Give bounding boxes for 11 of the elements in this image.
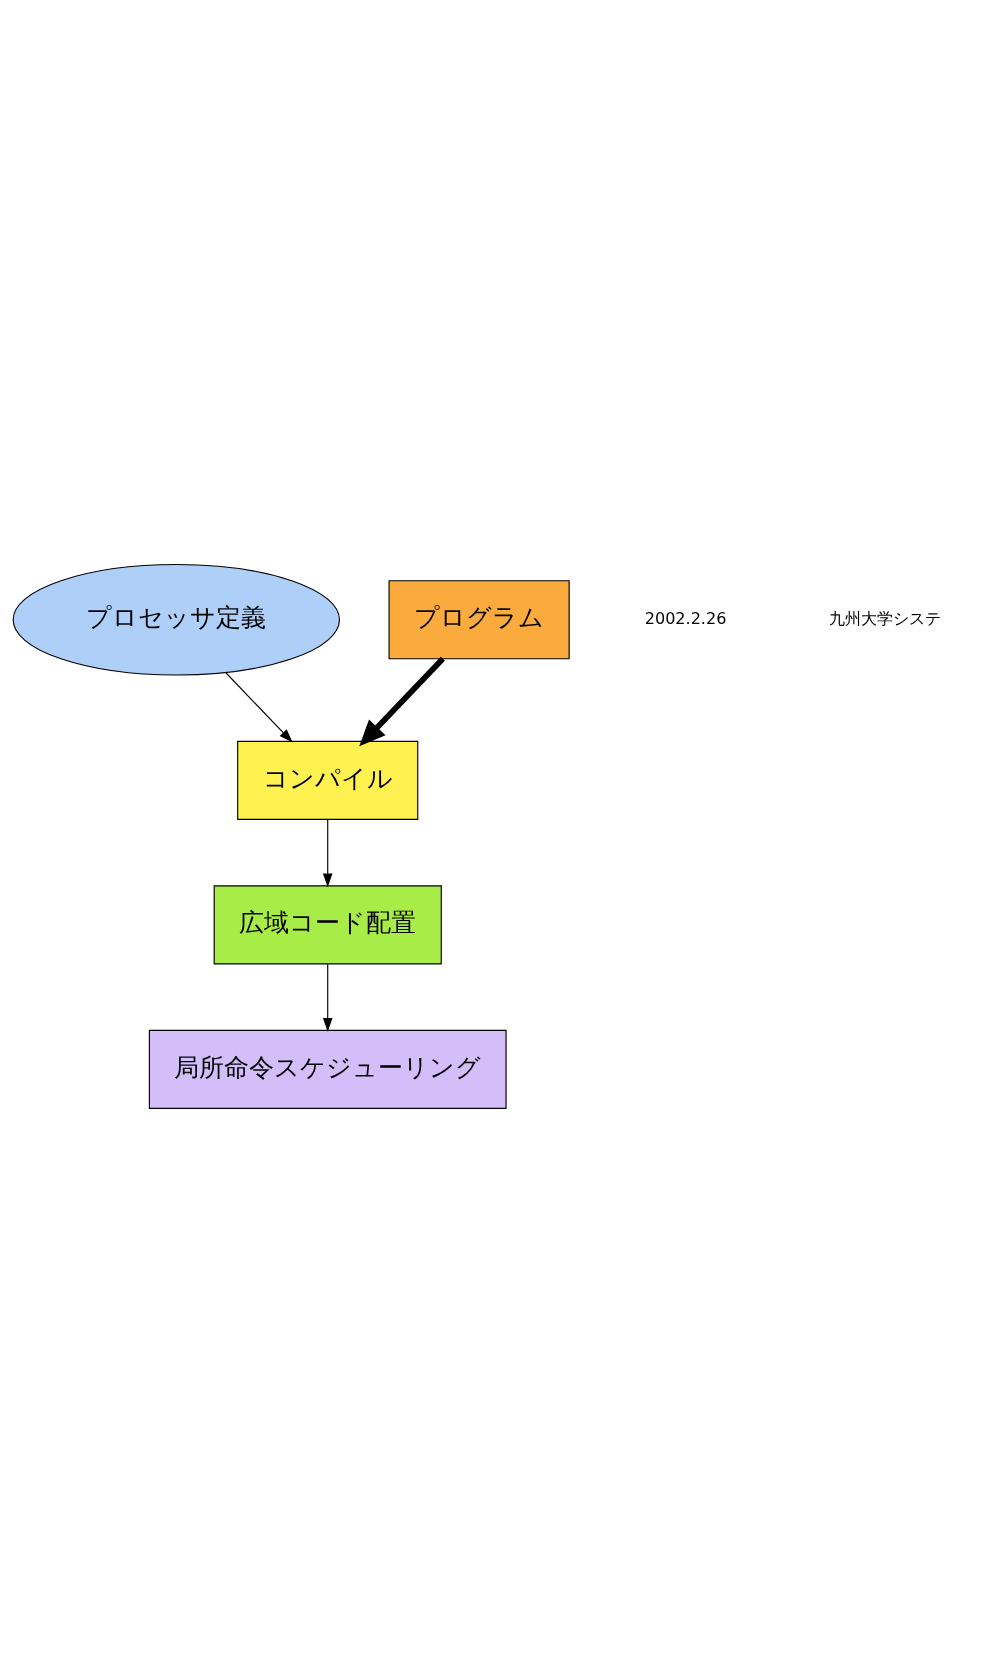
label: 九州大学システ — [829, 608, 942, 628]
node-box: 広域コード配置 — [213, 885, 442, 965]
node-box: 局所命令スケジューリング — [148, 1029, 507, 1109]
arrow — [322, 963, 333, 1032]
arrow — [359, 656, 445, 747]
node-box: コンパイル — [237, 740, 419, 820]
label: 2002.2.26 — [644, 608, 727, 628]
arrow — [322, 819, 333, 888]
node-ellipse: プロセッサ定義 — [12, 563, 341, 676]
arrow — [225, 672, 293, 743]
node-box: プログラム — [388, 580, 570, 660]
